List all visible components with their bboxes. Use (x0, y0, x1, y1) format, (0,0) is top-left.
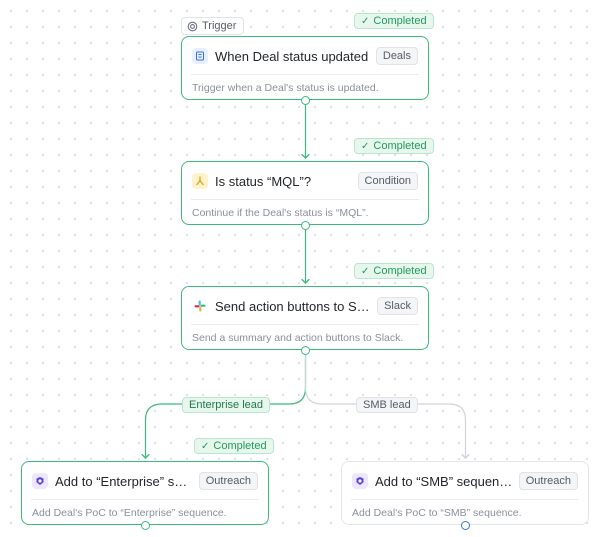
node-tag: Outreach (518, 472, 578, 490)
divider (351, 499, 579, 500)
target-icon (187, 21, 198, 32)
status-badge-n1: ✓Completed (354, 13, 434, 29)
trigger-label: Trigger (202, 20, 237, 32)
node-title: Is status “MQL”? (215, 173, 312, 189)
node-title: Send action buttons to Slack (215, 298, 372, 314)
node-add-enterprise-sequence[interactable]: Add to “Enterprise” sequence Outreach Ad… (21, 461, 269, 525)
output-port-n4[interactable] (141, 521, 150, 530)
status-badge-n2: ✓Completed (354, 138, 434, 154)
node-is-status-mql[interactable]: Is status “MQL”? Condition Continue if t… (181, 161, 429, 225)
trigger-badge: Trigger (181, 17, 245, 35)
node-tag: Outreach (198, 472, 258, 490)
node-title: Add to “SMB” sequence (375, 473, 513, 489)
node-title: When Deal status updated (215, 48, 369, 64)
branch-label-enterprise[interactable]: Enterprise lead (182, 397, 270, 413)
check-icon: ✓ (361, 141, 370, 152)
divider (31, 499, 259, 500)
node-deal-status-updated[interactable]: When Deal status updated Deals Trigger w… (181, 36, 429, 100)
status-badge-n3: ✓Completed (354, 263, 434, 279)
divider (191, 324, 419, 325)
slack-icon (192, 298, 208, 314)
node-add-smb-sequence[interactable]: Add to “SMB” sequence Outreach Add Deal'… (341, 461, 589, 525)
node-tag: Condition (357, 172, 418, 190)
output-port-n5[interactable] (461, 521, 470, 530)
outreach-icon (352, 473, 368, 489)
branch-label-smb[interactable]: SMB lead (356, 397, 418, 413)
node-description: Trigger when a Deal's status is updated. (192, 82, 379, 94)
node-description: Add Deal's PoC to “Enterprise” sequence. (32, 507, 227, 519)
outreach-icon (32, 473, 48, 489)
node-send-to-slack[interactable]: Send action buttons to Slack Slack Send … (181, 286, 429, 350)
deals-icon (192, 48, 208, 64)
condition-icon (192, 173, 208, 189)
node-title: Add to “Enterprise” sequence (55, 473, 193, 489)
node-tag: Deals (375, 47, 418, 65)
node-description: Add Deal's PoC to “SMB” sequence. (352, 507, 522, 519)
output-port-n1[interactable] (301, 96, 310, 105)
check-icon: ✓ (201, 441, 210, 452)
node-description: Continue if the Deal's status is “MQL”. (192, 207, 369, 219)
output-port-n3[interactable] (301, 346, 310, 355)
check-icon: ✓ (361, 266, 370, 277)
output-port-n2[interactable] (301, 221, 310, 230)
divider (191, 199, 419, 200)
status-badge-n4: ✓Completed (194, 438, 274, 454)
check-icon: ✓ (361, 16, 370, 27)
node-description: Send a summary and action buttons to Sla… (192, 332, 404, 344)
divider (191, 74, 419, 75)
node-tag: Slack (377, 297, 418, 315)
